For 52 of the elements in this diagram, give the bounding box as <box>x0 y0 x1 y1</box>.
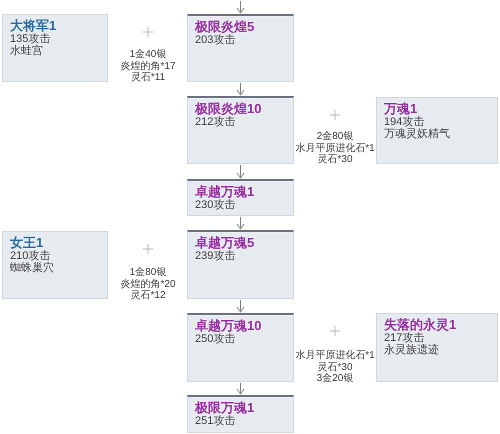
item-card <box>2 231 108 299</box>
arrow <box>236 82 244 96</box>
attack-text: 230攻击 <box>195 199 236 211</box>
material-text: 灵石*30 <box>317 362 352 373</box>
item-name: 大将军1 <box>10 18 56 33</box>
item-card <box>187 179 294 216</box>
attack-text: 239攻击 <box>195 250 236 262</box>
item-name: 极限炎煌5 <box>195 19 254 34</box>
arrow <box>236 382 244 394</box>
item-card <box>187 395 294 433</box>
arrow <box>236 216 244 230</box>
item-card <box>187 313 294 382</box>
item-name: 卓越万魂5 <box>195 235 254 250</box>
material-text: 炎煌的角*17 <box>120 60 176 72</box>
attack-text: 217攻击 <box>384 332 424 344</box>
material-text: 水月平原进化石*1 <box>295 350 375 362</box>
location-text: 万魂灵妖精气 <box>384 128 450 140</box>
attack-text: 135攻击 <box>10 33 50 45</box>
arrow <box>236 164 244 178</box>
item-name: 极限万魂1 <box>195 400 254 415</box>
attack-text: 203攻击 <box>195 34 236 46</box>
attack-text: 210攻击 <box>10 250 50 262</box>
material-text: 3金20银 <box>316 373 354 384</box>
item-name: 极限炎煌10 <box>195 101 262 116</box>
location-text: 蜘蛛巢穴 <box>10 262 54 274</box>
item-name: 万魂1 <box>384 101 418 116</box>
item-name: 女王1 <box>10 235 44 250</box>
item-card <box>2 14 108 82</box>
material-text: 1金80银 <box>130 267 166 278</box>
arrow <box>236 0 244 14</box>
location-text: 水蛙宫 <box>10 45 43 57</box>
item-name: 卓越万魂10 <box>195 318 262 333</box>
item-card <box>187 96 294 164</box>
attack-text: 194攻击 <box>384 116 424 128</box>
item-card <box>187 230 294 299</box>
attack-text: 251攻击 <box>195 415 236 427</box>
item-name: 卓越万魂1 <box>195 184 254 199</box>
material-text: 灵石*30 <box>317 154 352 166</box>
location-text: 永灵族遗迹 <box>384 344 439 356</box>
material-text: 2金80银 <box>316 131 354 142</box>
arrow <box>236 300 244 312</box>
item-card <box>187 14 294 82</box>
item-card <box>376 313 498 382</box>
material-text: 灵石*11 <box>130 72 166 84</box>
attack-text: 212攻击 <box>195 116 236 128</box>
item-card <box>376 97 498 164</box>
attack-text: 250攻击 <box>195 333 236 345</box>
material-text: 水月平原进化石*1 <box>295 142 375 154</box>
material-text: 1金40银 <box>130 49 166 60</box>
material-text: 炎煌的角*20 <box>120 278 176 290</box>
material-text: 灵石*12 <box>130 290 166 302</box>
item-name: 失落的永灵1 <box>384 317 456 332</box>
